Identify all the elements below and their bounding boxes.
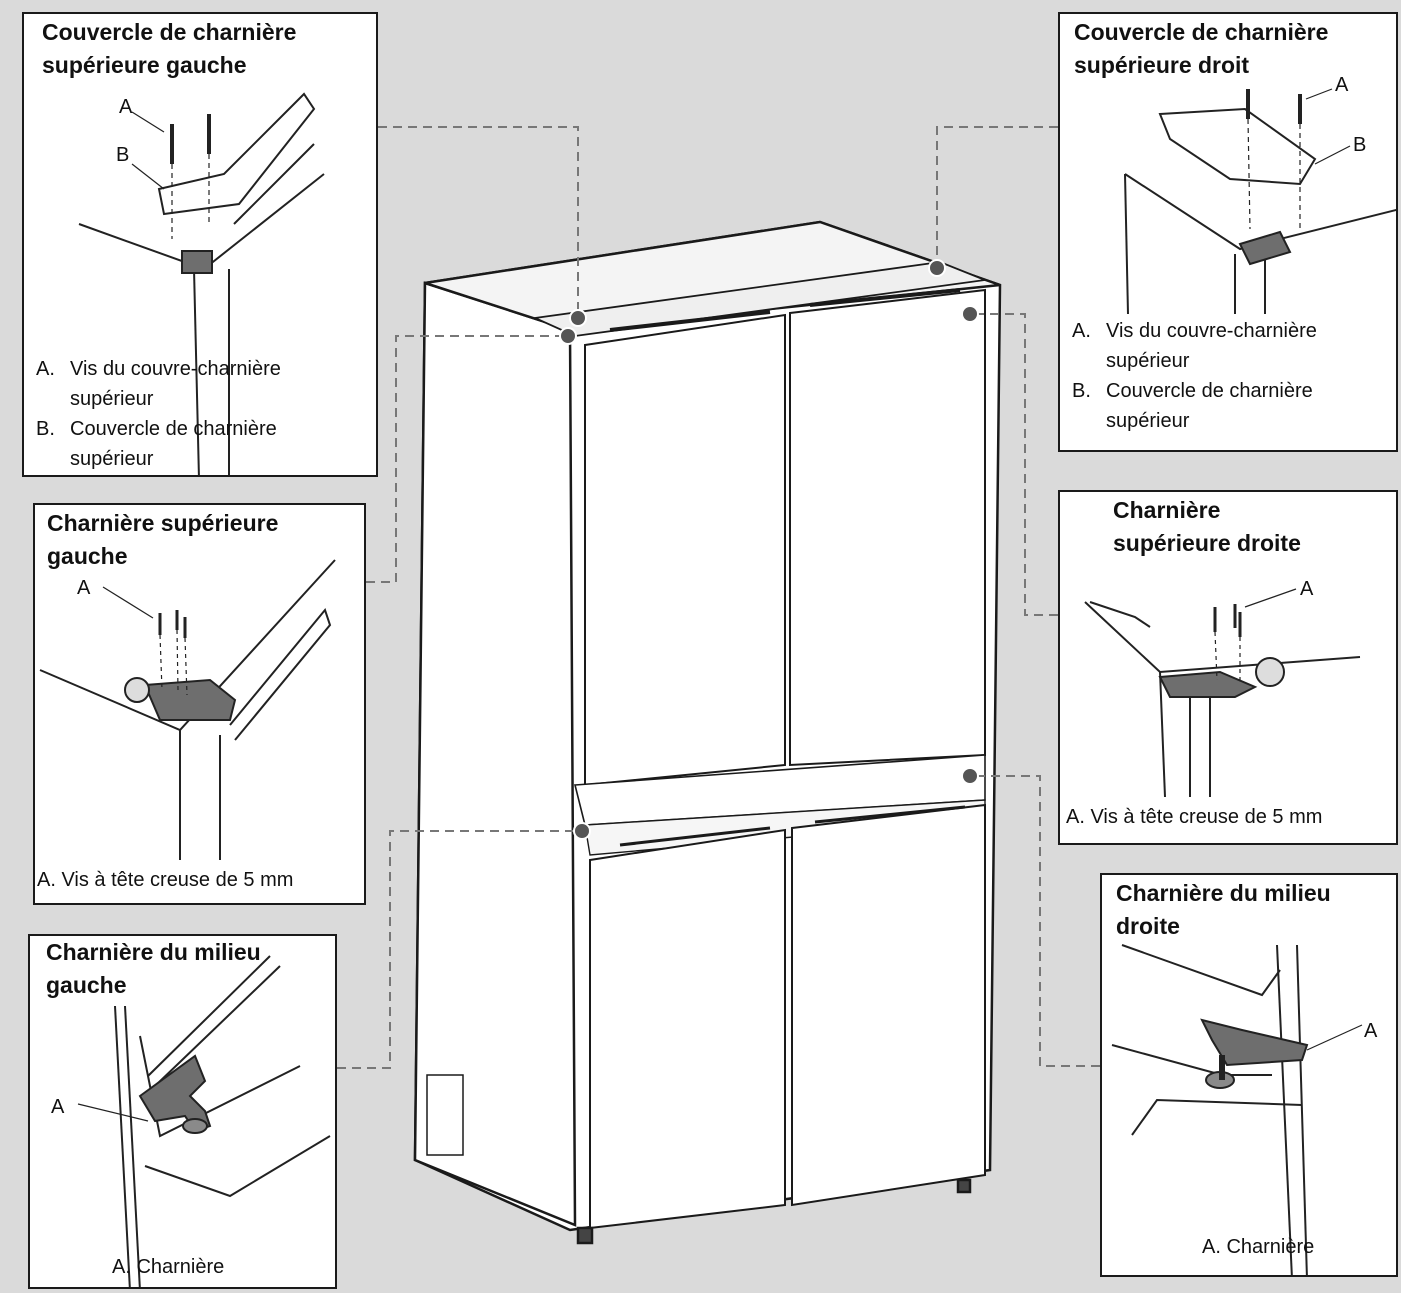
marker-middle-right-hinge	[961, 767, 979, 785]
panel-middle-left-hinge: Charnière du milieu gauche A A. Charnièr…	[28, 934, 337, 1289]
panel-title: Charnière supérieure gauche	[47, 510, 279, 569]
callout-a: A	[1364, 1020, 1378, 1042]
caption: A. Vis à tête creuse de 5 mm	[1066, 806, 1323, 828]
caption: A. Charnière	[112, 1256, 225, 1278]
upper-right-hinge-illustration	[1084, 588, 1361, 798]
callout-a: A	[77, 577, 91, 599]
panel-middle-right-hinge: Charnière du milieu droite A A. Charnièr…	[1100, 873, 1398, 1277]
refrigerator	[413, 220, 1002, 1245]
middle-right-hinge-illustration	[1111, 944, 1363, 1275]
callout-b: B	[116, 144, 130, 166]
panel-title: Couvercle de charnière supérieure droit	[1074, 19, 1329, 78]
callout-b: B	[1353, 134, 1367, 156]
caption: A. Charnière	[1202, 1236, 1315, 1258]
caption: A. Vis à tête creuse de 5 mm	[37, 869, 294, 891]
panel-title: Couvercle de charnière supérieure gauche	[42, 19, 297, 78]
panel-upper-right-hinge: Charnière supérieure droite A A. Vis à t…	[1058, 490, 1398, 845]
callout-a: A	[119, 96, 133, 118]
panel-top-right-cover: Couvercle de charnière supérieure droit …	[1058, 12, 1398, 452]
panel-title: Charnière supérieure droite	[1113, 497, 1301, 556]
top-left-cover-illustration	[78, 92, 325, 475]
callout-a: A	[1300, 578, 1314, 600]
hinge-markers	[559, 259, 979, 840]
callout-a: A	[1335, 74, 1349, 96]
upper-left-hinge-illustration	[39, 559, 336, 860]
middle-left-hinge-illustration	[77, 955, 331, 1287]
leader-lines	[337, 126, 1100, 1069]
marker-top-right-cover	[928, 259, 946, 277]
marker-upper-left-hinge	[559, 327, 577, 345]
panel-top-left-cover: Couvercle de charnière supérieure gauche…	[22, 12, 378, 477]
marker-upper-right-hinge	[961, 305, 979, 323]
panel-upper-left-hinge: Charnière supérieure gauche A A. Vis à t…	[33, 503, 366, 905]
marker-top-left-cover	[569, 309, 587, 327]
panel-title: Charnière du milieu gauche	[46, 939, 261, 998]
marker-middle-left-hinge	[573, 822, 591, 840]
callout-a: A	[51, 1096, 65, 1118]
top-right-cover-illustration	[1124, 88, 1396, 315]
panel-title: Charnière du milieu droite	[1116, 880, 1331, 939]
